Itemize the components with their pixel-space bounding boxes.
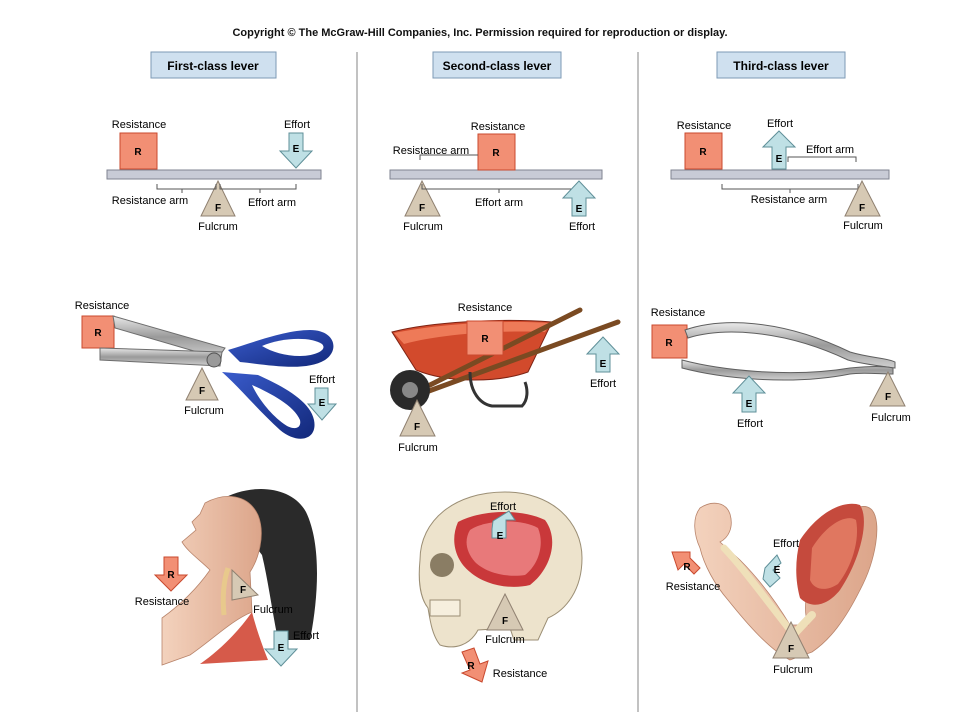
svg-text:F: F xyxy=(788,644,794,655)
svg-text:Effort: Effort xyxy=(590,378,616,390)
head-neck-example: F Fulcrum R Resistance Effort E xyxy=(135,488,319,667)
svg-text:F: F xyxy=(240,585,246,596)
effort-arrow-down xyxy=(278,132,314,169)
svg-text:Resistance: Resistance xyxy=(493,668,547,680)
svg-text:E: E xyxy=(776,154,783,165)
svg-text:Effort: Effort xyxy=(767,118,793,130)
svg-text:Resistance: Resistance xyxy=(135,596,189,608)
svg-text:E: E xyxy=(600,359,607,370)
svg-text:E: E xyxy=(497,531,504,542)
skull-example: E Effort F Fulcrum R Resistance xyxy=(418,491,583,683)
tweezers-example: Resistance R F Fulcrum E Effort xyxy=(651,307,911,430)
svg-text:E: E xyxy=(278,643,285,654)
svg-text:Resistance arm: Resistance arm xyxy=(393,145,469,157)
svg-text:R: R xyxy=(134,147,142,158)
svg-text:Effort: Effort xyxy=(293,630,319,642)
svg-text:Effort arm: Effort arm xyxy=(475,197,523,209)
svg-text:Effort: Effort xyxy=(773,538,799,550)
resistance-arm-label: Resistance arm xyxy=(112,195,188,207)
svg-text:Effort arm: Effort arm xyxy=(806,144,854,156)
effort-label: Effort xyxy=(284,119,310,131)
svg-text:Resistance: Resistance xyxy=(651,307,705,319)
copyright-notice: Copyright © The McGraw-Hill Companies, I… xyxy=(232,27,728,39)
svg-text:R: R xyxy=(492,148,500,159)
svg-text:R: R xyxy=(467,661,475,672)
svg-text:First-class lever: First-class lever xyxy=(167,59,259,73)
svg-text:R: R xyxy=(699,147,707,158)
svg-text:Resistance: Resistance xyxy=(458,302,512,314)
resistance-box xyxy=(477,133,516,171)
svg-text:R: R xyxy=(167,570,175,581)
svg-text:R: R xyxy=(683,562,691,573)
svg-text:F: F xyxy=(414,422,420,433)
beam xyxy=(389,169,603,180)
svg-text:Resistance: Resistance xyxy=(471,121,525,133)
svg-text:Effort: Effort xyxy=(569,221,595,233)
svg-text:R: R xyxy=(665,338,673,349)
svg-text:R: R xyxy=(481,334,489,345)
title-first-class: First-class lever xyxy=(150,51,277,79)
svg-text:Effort: Effort xyxy=(309,374,335,386)
beam xyxy=(106,169,322,180)
svg-text:Resistance: Resistance xyxy=(75,300,129,312)
svg-text:Fulcrum: Fulcrum xyxy=(485,634,525,646)
title-second-class: Second-class lever xyxy=(432,51,562,79)
svg-text:E: E xyxy=(319,398,326,409)
svg-text:F: F xyxy=(859,203,865,214)
svg-text:F: F xyxy=(419,203,425,214)
svg-text:Fulcrum: Fulcrum xyxy=(403,221,443,233)
effort-arm-label: Effort arm xyxy=(248,197,296,209)
svg-text:Effort: Effort xyxy=(737,418,763,430)
svg-text:Fulcrum: Fulcrum xyxy=(253,604,293,616)
fulcrum-label: Fulcrum xyxy=(198,221,238,233)
svg-text:R: R xyxy=(94,328,102,339)
svg-text:Resistance: Resistance xyxy=(677,120,731,132)
svg-text:F: F xyxy=(885,392,891,403)
fulcrum-triangle xyxy=(200,179,236,217)
resistance-box xyxy=(119,132,158,170)
resistance-label: Resistance xyxy=(112,119,166,131)
svg-text:E: E xyxy=(576,204,583,215)
beam xyxy=(670,169,890,180)
svg-text:F: F xyxy=(199,386,205,397)
third-class-schematic: R Resistance E Effort Effort arm Resista… xyxy=(670,118,890,232)
svg-text:Resistance: Resistance xyxy=(666,581,720,593)
svg-text:E: E xyxy=(746,399,753,410)
wheelbarrow-example: R Resistance F Fulcrum E Effort xyxy=(390,302,621,454)
second-class-schematic: R Resistance Resistance arm F Fulcrum Ef… xyxy=(389,121,603,233)
resistance-box xyxy=(684,132,723,170)
svg-text:Fulcrum: Fulcrum xyxy=(843,220,883,232)
svg-text:Fulcrum: Fulcrum xyxy=(398,442,438,454)
svg-text:Effort: Effort xyxy=(490,501,516,513)
svg-text:Resistance arm: Resistance arm xyxy=(751,194,827,206)
svg-text:F: F xyxy=(215,203,221,214)
svg-text:Second-class lever: Second-class lever xyxy=(443,59,552,73)
svg-text:Fulcrum: Fulcrum xyxy=(773,664,813,676)
first-class-schematic: R Resistance E Effort F Fulcrum Resistan… xyxy=(106,119,322,233)
forearm-example: E Effort F Fulcrum R Resistance xyxy=(666,502,878,676)
svg-text:F: F xyxy=(502,616,508,627)
svg-text:Fulcrum: Fulcrum xyxy=(871,412,911,424)
scissors-example: Resistance R F Fulcrum Effort E xyxy=(75,300,338,439)
title-third-class: Third-class lever xyxy=(716,51,846,79)
svg-text:Fulcrum: Fulcrum xyxy=(184,405,224,417)
svg-text:E: E xyxy=(774,565,781,576)
svg-text:E: E xyxy=(293,144,300,155)
svg-text:Third-class lever: Third-class lever xyxy=(733,59,829,73)
